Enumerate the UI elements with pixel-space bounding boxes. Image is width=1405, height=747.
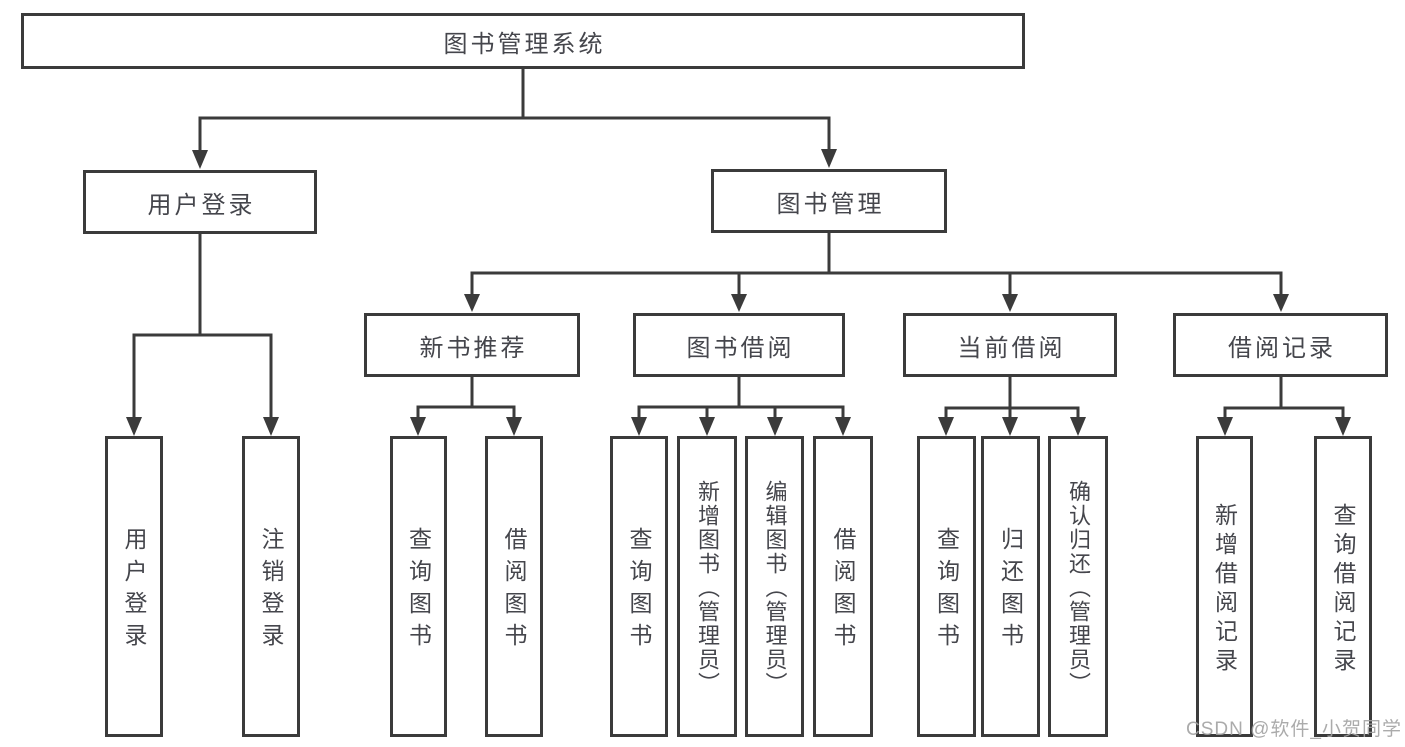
leaf-return-book: 归还图书 bbox=[981, 436, 1040, 737]
leaf-user-login: 用户登录 bbox=[105, 436, 163, 737]
leaf-borrow-books: 借阅图书 bbox=[813, 436, 873, 737]
leaf-logout: 注销登录 bbox=[242, 436, 300, 737]
node-user-login: 用户登录 bbox=[83, 170, 317, 234]
node-new-book-recommend: 新书推荐 bbox=[364, 313, 580, 377]
node-current-borrowing: 当前借阅 bbox=[903, 313, 1117, 377]
leaf-query-borrow-record: 查询借阅记录 bbox=[1314, 436, 1372, 737]
leaf-confirm-return-admin: 确认归还（管理员） bbox=[1048, 436, 1108, 737]
leaf-add-borrow-record: 新增借阅记录 bbox=[1196, 436, 1253, 737]
leaf-borrow-books-recommend: 借阅图书 bbox=[485, 436, 543, 737]
node-borrowing-records: 借阅记录 bbox=[1173, 313, 1388, 377]
leaf-query-books-recommend: 查询图书 bbox=[390, 436, 447, 737]
leaf-add-book-admin: 新增图书（管理员） bbox=[677, 436, 737, 737]
node-book-borrowing: 图书借阅 bbox=[633, 313, 845, 377]
node-root-system: 图书管理系统 bbox=[21, 13, 1025, 69]
leaf-query-books-current: 查询图书 bbox=[917, 436, 976, 737]
leaf-edit-book-admin: 编辑图书（管理员） bbox=[745, 436, 804, 737]
node-book-management: 图书管理 bbox=[711, 169, 947, 233]
arrowheads bbox=[126, 149, 1351, 436]
csdn-watermark: CSDN @软件_小贺同学 bbox=[1186, 719, 1402, 740]
leaf-query-books-borrow: 查询图书 bbox=[610, 436, 668, 737]
